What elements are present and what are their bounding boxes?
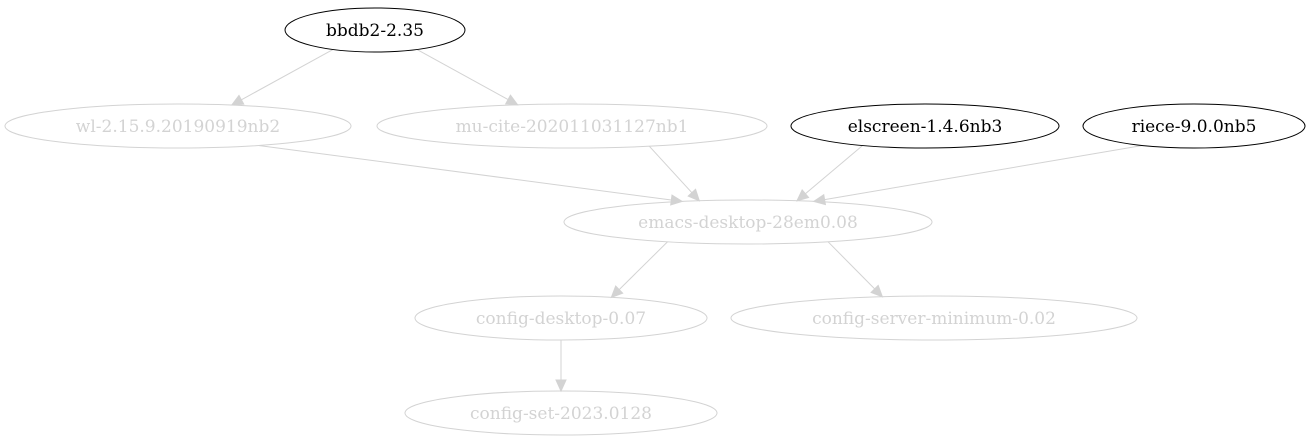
arrowhead-icon	[670, 194, 684, 206]
node-ellipse	[376, 103, 768, 149]
node-configdesktop[interactable]: config-desktop-0.07	[414, 295, 708, 341]
arrowhead-icon	[687, 188, 701, 202]
node-label: emacs-desktop-28em0.08	[638, 213, 858, 233]
edge-line	[824, 144, 1143, 201]
node-label: elscreen-1.4.6nb3	[848, 117, 1003, 137]
edge-line	[241, 49, 334, 101]
edge-line	[648, 145, 693, 194]
arrowhead-icon	[504, 94, 519, 106]
node-ellipse	[284, 7, 466, 53]
node-ellipse	[730, 295, 1138, 341]
edge-line	[827, 241, 876, 290]
edge-mucite-to-emacsdesktop	[648, 145, 701, 202]
edge-line	[805, 145, 863, 195]
edge-line	[416, 49, 509, 101]
node-riece[interactable]: riece-9.0.0nb5	[1082, 103, 1306, 149]
node-mucite[interactable]: mu-cite-202011031127nb1	[376, 103, 768, 149]
arrowhead-icon	[796, 188, 810, 202]
edge-line	[618, 241, 668, 290]
node-ellipse	[404, 390, 718, 436]
edge-bbdb2-to-wl	[230, 49, 334, 106]
edge-emacsdesktop-to-configdesktop	[610, 241, 668, 299]
node-ellipse	[1082, 103, 1306, 149]
edge-configdesktop-to-configset	[555, 340, 567, 393]
arrowhead-icon	[812, 193, 827, 206]
edges-layer	[230, 49, 1143, 393]
edge-elscreen-to-emacsdesktop	[796, 145, 863, 202]
nodes-layer: bbdb2-2.35 wl-2.15.9.20190919nb2 mu-cite-2…	[4, 7, 1306, 436]
node-label: config-server-minimum-0.02	[812, 309, 1056, 329]
node-label: riece-9.0.0nb5	[1132, 117, 1257, 137]
node-bbdb2[interactable]: bbdb2-2.35	[284, 7, 466, 53]
node-wl[interactable]: wl-2.15.9.20190919nb2	[4, 103, 352, 149]
arrowhead-icon	[230, 94, 245, 106]
edge-riece-to-emacsdesktop	[812, 144, 1143, 206]
node-ellipse	[414, 295, 708, 341]
edge-wl-to-emacsdesktop	[258, 144, 684, 206]
node-emacsdesktop[interactable]: emacs-desktop-28em0.08	[563, 199, 933, 245]
node-ellipse	[4, 103, 352, 149]
node-label: config-desktop-0.07	[476, 309, 646, 329]
node-configserver[interactable]: config-server-minimum-0.02	[730, 295, 1138, 341]
node-ellipse	[790, 103, 1060, 149]
node-configset[interactable]: config-set-2023.0128	[404, 390, 718, 436]
node-label: config-set-2023.0128	[470, 404, 652, 424]
node-label: bbdb2-2.35	[326, 21, 424, 41]
node-elscreen[interactable]: elscreen-1.4.6nb3	[790, 103, 1060, 149]
edge-emacsdesktop-to-configserver	[827, 241, 884, 298]
node-label: wl-2.15.9.20190919nb2	[76, 117, 280, 137]
arrowhead-icon	[870, 284, 884, 298]
edge-bbdb2-to-mucite	[416, 49, 519, 106]
arrowhead-icon	[610, 285, 624, 299]
node-label: mu-cite-202011031127nb1	[456, 117, 689, 137]
edge-line	[258, 144, 672, 201]
node-ellipse	[563, 199, 933, 245]
arrowhead-icon	[555, 379, 567, 393]
